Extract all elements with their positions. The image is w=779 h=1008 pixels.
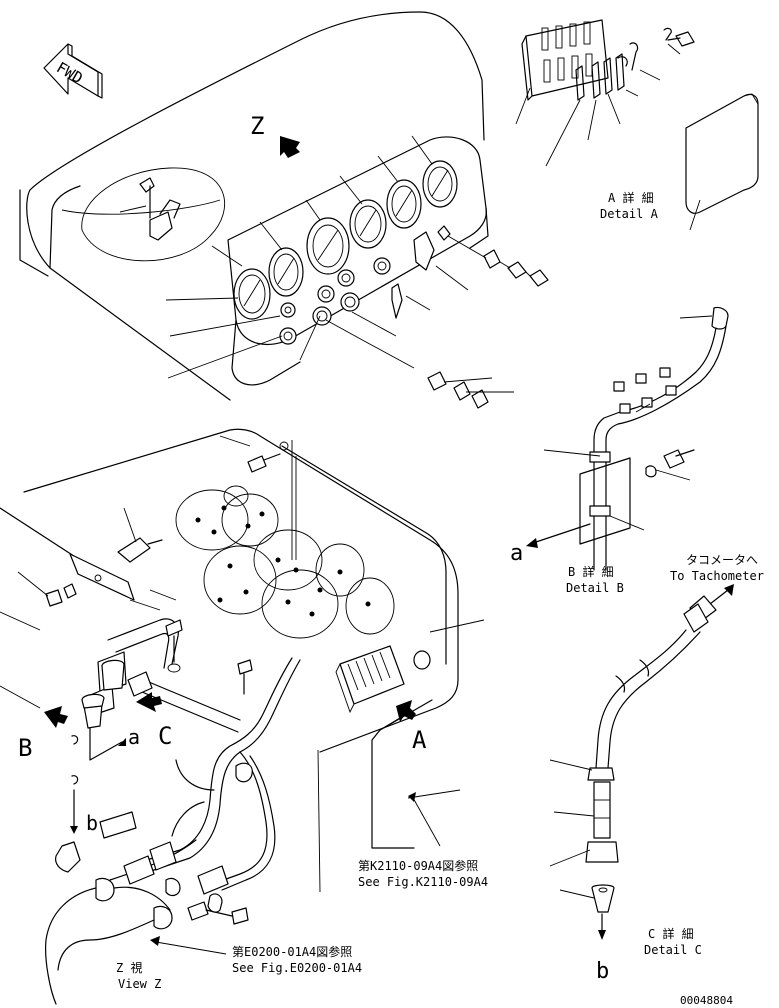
a-label-detail-b: a [510, 541, 523, 566]
tachometer-jp: タコメータへ [686, 553, 758, 567]
detail-c-en: Detail C [644, 943, 702, 957]
detail-a-drawing: A 詳 細 Detail A [515, 19, 759, 231]
view-z-drawing: C A B a b [0, 428, 485, 1005]
detail-b-drawing: a B 詳 細 Detail B [510, 306, 729, 595]
detail-a-en: Detail A [600, 207, 659, 221]
ref-k2110-jp: 第K2110-09A4図参照 [358, 858, 478, 873]
drawing-number: 00048804 [680, 994, 733, 1007]
ref-k2110-en: See Fig.K2110-09A4 [358, 875, 488, 889]
detail-b-en: Detail B [566, 581, 624, 595]
reference-notes: 第K2110-09A4図参照 See Fig.K2110-09A4 第E0200… [116, 792, 488, 991]
leader-lines-top [165, 135, 514, 393]
ref-e0200-en: See Fig.E0200-01A4 [232, 961, 362, 975]
detail-c-drawing: タコメータへ To Tachometer b C 詳 細 Detail C [549, 553, 764, 984]
gauge-5 [386, 179, 422, 229]
c-label: C [158, 722, 172, 750]
gauge-4 [349, 199, 387, 249]
b-callout-label: B [18, 734, 32, 762]
view-z-en: View Z [118, 977, 161, 991]
bracket-clip [119, 177, 181, 241]
b-label-lower: b [86, 811, 98, 835]
ref-e0200-jp: 第E0200-01A4図参照 [232, 944, 352, 959]
gauge-3 [306, 217, 350, 275]
dashboard-housing [19, 11, 489, 401]
z-view-arrow-icon: Z [250, 112, 300, 158]
fwd-arrow-icon: FWD [43, 43, 103, 99]
gauge-1 [233, 268, 271, 320]
panel-fasteners [427, 225, 549, 409]
gauge-6 [422, 160, 458, 208]
gauge-2 [268, 247, 304, 297]
b-label-detail-c: b [596, 959, 609, 984]
view-z-jp: Z 視 [116, 960, 142, 975]
panel-switches [279, 231, 435, 345]
detail-a-jp: A 詳 細 [608, 190, 654, 205]
z-label: Z [250, 112, 264, 140]
a-label-lower: a [128, 725, 140, 749]
a-callout-label: A [412, 726, 427, 754]
detail-c-jp: C 詳 細 [648, 926, 694, 941]
detail-b-jp: B 詳 細 [568, 564, 614, 579]
gauge-row [233, 160, 458, 320]
tachometer-en: To Tachometer [670, 569, 764, 583]
